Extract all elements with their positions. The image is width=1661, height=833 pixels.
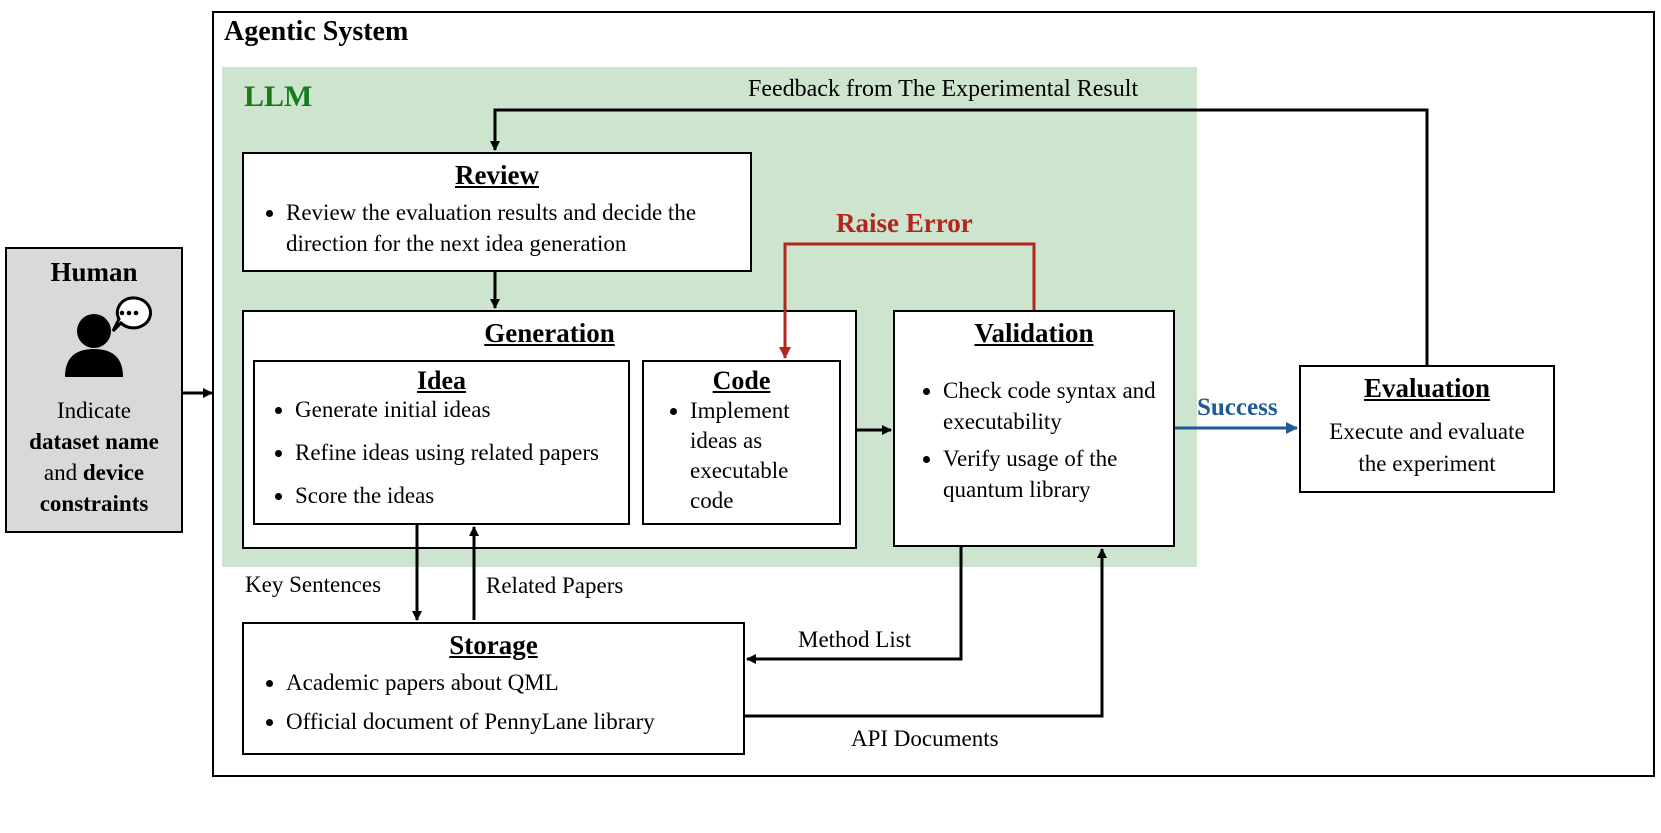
human-box: Human Indicate dataset name and device c… — [5, 247, 183, 533]
raise-error-label: Raise Error — [836, 208, 973, 238]
validation-item: Check code syntax and executability — [943, 375, 1163, 437]
code-box: Code Implement ideas as executable code — [642, 360, 841, 525]
agentic-system-title: Agentic System — [224, 16, 409, 47]
storage-box: Storage Academic papers about QML Offici… — [242, 622, 745, 755]
review-title: Review — [455, 160, 539, 190]
llm-label: LLM — [244, 80, 313, 113]
idea-box: Idea Generate initial ideas Refine ideas… — [253, 360, 630, 525]
key-sentences-label: Key Sentences — [245, 572, 382, 597]
idea-item: Refine ideas using related papers — [295, 437, 628, 468]
code-title: Code — [712, 366, 771, 395]
code-item: Implement ideas as executable code — [690, 396, 831, 516]
storage-item: Official document of PennyLane library — [286, 706, 743, 737]
human-title: Human — [50, 257, 138, 287]
validation-item: Verify usage of the quantum library — [943, 443, 1163, 505]
method-list-label: Method List — [798, 627, 912, 652]
api-documents-label: API Documents — [851, 726, 999, 751]
storage-title: Storage — [449, 630, 538, 660]
evaluation-box: Evaluation Execute and evaluate the expe… — [1299, 365, 1555, 493]
related-papers-label: Related Papers — [486, 573, 624, 598]
evaluation-title: Evaluation — [1363, 373, 1491, 403]
evaluation-text: Execute and evaluate the experiment — [1329, 419, 1525, 476]
review-box: Review Review the evaluation results and… — [242, 152, 752, 272]
review-item: Review the evaluation results and decide… — [286, 197, 736, 259]
idea-item: Generate initial ideas — [295, 394, 628, 425]
human-description: Indicate dataset name and device constra… — [29, 398, 159, 516]
person-speech-icon — [65, 296, 153, 377]
idea-title: Idea — [416, 366, 467, 395]
generation-title: Generation — [484, 318, 615, 348]
validation-box: Validation Check code syntax and executa… — [893, 310, 1175, 547]
success-label: Success — [1197, 394, 1278, 421]
validation-title: Validation — [974, 318, 1094, 348]
idea-item: Score the ideas — [295, 480, 628, 511]
feedback-label: Feedback from The Experimental Result — [748, 76, 1139, 102]
storage-item: Academic papers about QML — [286, 667, 743, 698]
